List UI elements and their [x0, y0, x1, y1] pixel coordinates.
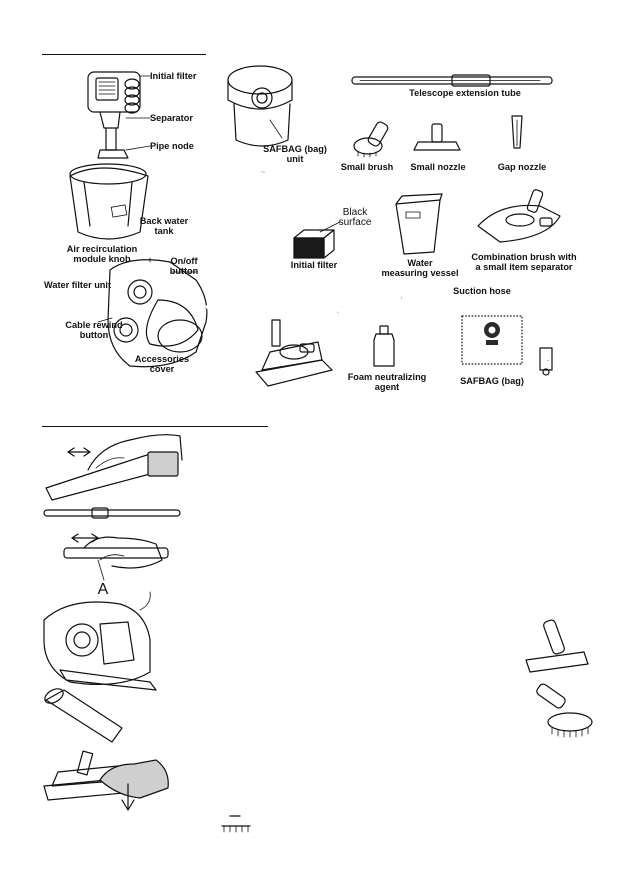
label-water-filter-unit: Water filter unit [44, 280, 112, 290]
label-water-vessel: Water measuring vessel [381, 258, 459, 278]
label-safbag-unit: SAFBAG (bag) unit [263, 144, 327, 164]
separator-assembly-illustration [87, 71, 151, 159]
label-combination-brush: Combination brush with a small item sepa… [471, 252, 577, 272]
hand-adjusting-tube-illustration [45, 434, 183, 501]
label-small-brush: Small brush [340, 162, 394, 172]
initial-filter-illustration [293, 221, 341, 259]
hose-and-floor-brush-illustration [202, 148, 333, 387]
label-black-surface: Black surface [338, 207, 372, 228]
accessories-compartment-illustration [43, 591, 157, 691]
suction-hose-illustration [336, 292, 553, 376]
gap-nozzle-large-illustration [44, 688, 123, 743]
water-measuring-vessel-illustration [395, 193, 443, 255]
label-safbag: SAFBAG (bag) [460, 376, 524, 386]
filter-symbol-icon [221, 815, 251, 833]
label-suction-hose: Suction hose [453, 286, 511, 296]
combination-brush-illustration [477, 189, 561, 243]
small-brush-illustration [353, 121, 389, 158]
label-back-water-tank: Back water tank [139, 216, 189, 236]
telescope-tube-small-illustration [43, 507, 181, 519]
small-nozzle-illustration [413, 123, 461, 151]
label-onoff-button: On/off button [169, 256, 199, 276]
label-gap-nozzle: Gap nozzle [497, 162, 547, 172]
label-pipe-node: Pipe node [150, 141, 194, 151]
gap-nozzle-illustration [511, 115, 523, 149]
small-nozzle-right-illustration [525, 619, 589, 673]
floor-brush-foot-illustration [43, 750, 169, 811]
back-water-tank-illustration [69, 163, 149, 240]
hand-button-a-illustration [63, 533, 169, 581]
label-foam-agent: Foam neutralizing agent [347, 372, 427, 392]
safbag-illustration [461, 315, 523, 365]
label-air-recirculation: Air recirculation module knob [66, 244, 138, 264]
label-initial-filter-top: Initial filter [150, 71, 197, 81]
label-cable-rewind: Cable rewind button [65, 320, 123, 340]
vacuum-body-illustration [97, 257, 208, 368]
label-telescope-tube: Telescope extension tube [409, 88, 521, 98]
marker-a: A [97, 581, 109, 598]
label-separator: Separator [150, 113, 193, 123]
safbag-unit-illustration [227, 65, 293, 147]
section-1-heading-rule [42, 54, 206, 55]
telescope-tube-illustration [351, 74, 553, 87]
section-2-heading-rule [42, 426, 268, 427]
label-initial-filter: Initial filter [290, 260, 338, 270]
label-small-nozzle: Small nozzle [410, 162, 466, 172]
label-accessories-cover: Accessories cover [134, 354, 190, 374]
foam-agent-bottle-illustration [373, 325, 395, 367]
small-brush-right-illustration [536, 683, 593, 738]
